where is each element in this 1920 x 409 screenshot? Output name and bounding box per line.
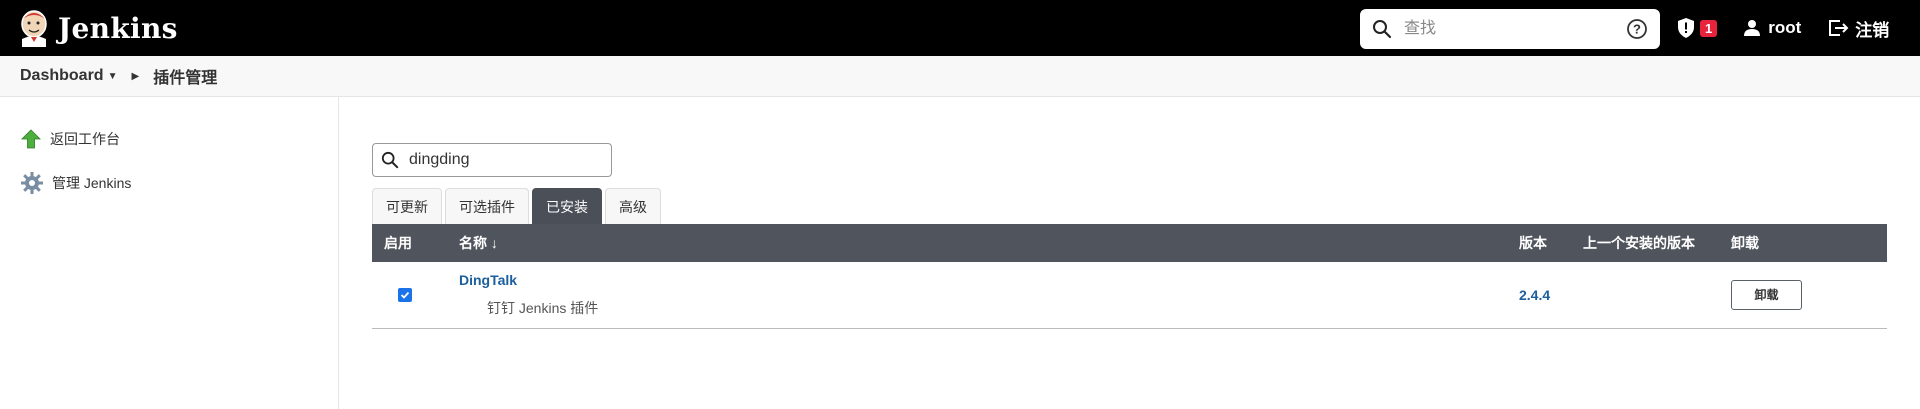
plugin-description: 钉钉 Jenkins 插件 <box>487 299 599 316</box>
sidebar-item-back-to-dashboard[interactable]: 返回工作台 <box>0 117 338 161</box>
jenkins-logo[interactable]: Jenkins <box>18 9 178 47</box>
breadcrumb: Dashboard ▼ ▶ 插件管理 <box>0 56 1920 97</box>
column-header-uninstall[interactable]: 卸载 <box>1731 235 1759 251</box>
enabled-cell <box>372 262 459 328</box>
search-icon <box>1373 20 1392 39</box>
previous-version-cell <box>1583 262 1731 328</box>
sidebar-item-label: 返回工作台 <box>50 131 120 147</box>
user-name: root <box>1768 18 1802 37</box>
plugin-filter-input[interactable] <box>407 150 601 170</box>
up-arrow-icon <box>21 129 41 149</box>
name-cell: DingTalk 钉钉 Jenkins 插件 <box>459 262 1519 328</box>
breadcrumb-current[interactable]: 插件管理 <box>153 70 218 87</box>
logout-link[interactable]: 注销 <box>1827 16 1889 41</box>
brand-title: Jenkins <box>58 11 178 45</box>
check-icon <box>400 291 410 299</box>
shield-alert-icon <box>1678 18 1694 38</box>
enabled-checkbox[interactable] <box>398 287 412 302</box>
alert-count-badge: 1 <box>1700 19 1718 37</box>
global-search[interactable]: ? <box>1360 9 1660 49</box>
top-header: Jenkins ? 1 root <box>0 0 1920 56</box>
header-actions: 1 root 注销 <box>1676 0 1915 56</box>
breadcrumb-dashboard[interactable]: Dashboard <box>20 67 104 84</box>
table-header-row: 启用 名称 ↓ 版本 上一个安装的版本 卸载 <box>372 224 1887 262</box>
plugin-version-link[interactable]: 2.4.4 <box>1519 286 1551 303</box>
logout-icon <box>1829 20 1849 36</box>
svg-text:?: ? <box>1633 22 1641 37</box>
column-header-version[interactable]: 版本 <box>1519 235 1547 251</box>
tab-advanced[interactable]: 高级 <box>605 188 661 224</box>
plugin-tabs: 可更新 可选插件 已安装 高级 <box>372 188 1920 224</box>
uninstall-button[interactable]: 卸载 <box>1731 279 1802 310</box>
plugin-name-link[interactable]: DingTalk <box>459 271 518 288</box>
user-menu[interactable]: root <box>1743 18 1801 38</box>
chevron-right-icon: ▶ <box>131 70 140 82</box>
tab-installed[interactable]: 已安装 <box>532 188 602 224</box>
tab-updates[interactable]: 可更新 <box>372 188 442 224</box>
sidebar-item-manage-jenkins[interactable]: 管理 Jenkins <box>0 161 338 205</box>
table-row: DingTalk 钉钉 Jenkins 插件 2.4.4 卸载 <box>372 262 1887 328</box>
plugin-filter[interactable] <box>372 143 612 177</box>
logout-label: 注销 <box>1855 20 1890 40</box>
gear-icon <box>21 172 43 194</box>
help-icon[interactable]: ? <box>1626 18 1648 40</box>
column-header-previous-version[interactable]: 上一个安装的版本 <box>1583 235 1695 251</box>
jenkins-butler-icon <box>21 10 47 47</box>
sidebar-item-label: 管理 Jenkins <box>52 175 132 191</box>
uninstall-cell: 卸载 <box>1731 262 1887 328</box>
column-header-name[interactable]: 名称 ↓ <box>459 235 498 251</box>
tab-available[interactable]: 可选插件 <box>445 188 529 224</box>
chevron-down-icon[interactable]: ▼ <box>107 70 118 82</box>
main-content: 可更新 可选插件 已安装 高级 启用 名称 ↓ 版本 上一个安装的版本 卸载 <box>339 97 1920 409</box>
security-alert[interactable]: 1 <box>1676 17 1718 39</box>
installed-plugins-table: 启用 名称 ↓ 版本 上一个安装的版本 卸载 <box>372 224 1887 329</box>
column-header-enabled[interactable]: 启用 <box>384 235 412 251</box>
sidebar: 返回工作台 管理 Jenkins <box>0 97 339 409</box>
user-icon <box>1744 20 1761 36</box>
version-cell: 2.4.4 <box>1519 262 1583 328</box>
search-icon <box>381 151 399 169</box>
global-search-input[interactable] <box>1402 19 1626 39</box>
